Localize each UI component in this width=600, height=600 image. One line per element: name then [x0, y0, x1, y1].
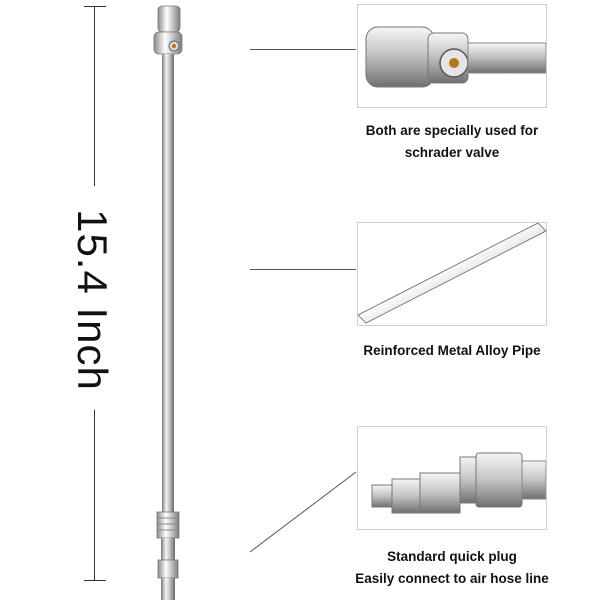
caption-pipe-line-1: Reinforced Metal Alloy Pipe [363, 343, 541, 358]
detail-image-plug [357, 426, 547, 530]
dimension-tick-top [84, 6, 106, 7]
leader-line-chuck [250, 49, 356, 50]
bottom-plug [156, 511, 180, 600]
dimension-label: 15.4 Inch [69, 209, 116, 391]
caption-plug: Standard quick plug Easily connect to ai… [330, 546, 574, 590]
caption-chuck-line-1: Both are specially used for [365, 123, 539, 138]
schrader-valve-chuck-icon [365, 26, 546, 88]
metal-pipe-icon [358, 223, 546, 324]
metal-rod [162, 54, 174, 514]
detail-image-pipe [357, 222, 547, 326]
leader-line-plug [249, 471, 357, 553]
caption-pipe: Reinforced Metal Alloy Pipe [330, 340, 574, 362]
product-image [153, 5, 183, 600]
caption-chuck: Both are specially used for schrader val… [330, 120, 574, 164]
detail-image-chuck [357, 4, 547, 108]
leader-line-pipe [250, 269, 356, 270]
quick-plug-icon [371, 452, 546, 514]
caption-chuck-line-2: schrader valve [404, 145, 500, 160]
dimension-tick-bottom [84, 580, 106, 581]
top-chuck [153, 5, 183, 55]
caption-plug-line-2: Easily connect to air hose line [355, 571, 549, 586]
caption-plug-line-1: Standard quick plug [387, 549, 517, 564]
dimension-line-lower [94, 410, 95, 580]
dimension-line-upper [94, 6, 95, 186]
